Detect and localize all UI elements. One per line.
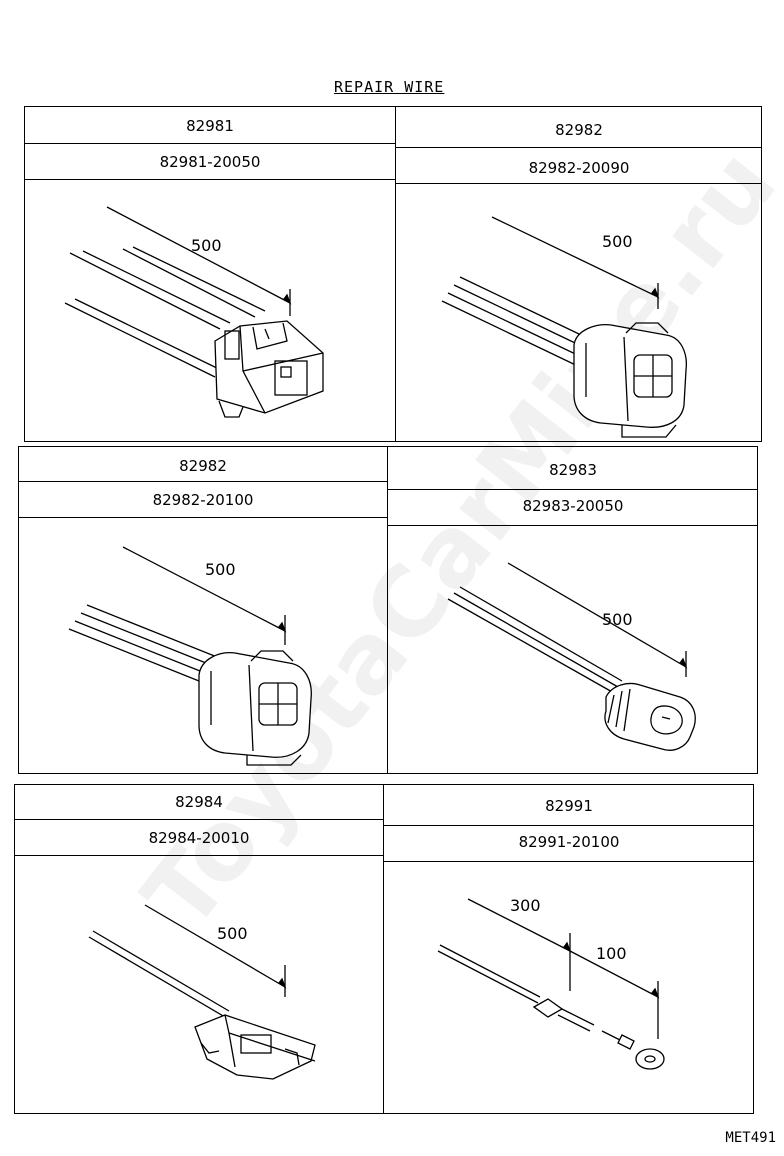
repair-wire-cell-82983-20050: 82983 82983-20050 500 [388, 447, 758, 773]
dimension-label: 500 [217, 924, 248, 943]
dimension-label: 500 [191, 236, 222, 255]
part-code-label: 82984 [175, 793, 223, 811]
repair-wire-cell-82981-20050: 82981 82981-20050 [25, 107, 395, 441]
part-number-label: 82984-20010 [148, 829, 250, 847]
part-number-label: 82982-20100 [152, 491, 254, 509]
page-title: REPAIR WIRE [334, 78, 445, 96]
connector-3pin-icon: 500 [447, 562, 696, 751]
figure-code: MET491 [725, 1130, 776, 1146]
dimension-label: 300 [510, 896, 541, 915]
repair-wire-row-1: 82981 82981-20050 [24, 106, 762, 442]
repair-wire-cell-82982-20090: 82982 82982-20090 500 [396, 107, 762, 441]
part-code-label: 82982 [555, 121, 603, 139]
part-code-label: 82981 [186, 117, 234, 135]
repair-wire-cell-82991-20100: 82991 82991-20100 300 [384, 785, 754, 1113]
connector-4pin-sealed-icon: 500 [68, 546, 312, 766]
ring-terminal-icon: 300 100 [437, 896, 665, 1070]
dimension-label: 500 [602, 232, 633, 251]
repair-wire-cell-82982-20100: 82982 82982-20100 500 [19, 447, 387, 773]
part-code-label: 82982 [179, 457, 227, 475]
repair-wire-row-2: 82982 82982-20100 500 [18, 446, 758, 774]
part-number-label: 82982-20090 [528, 159, 630, 177]
repair-wire-cell-82984-20010: 82984 82984-20010 500 [15, 785, 383, 1113]
connector-1pin-icon: 500 [88, 904, 316, 1080]
part-code-label: 82983 [549, 461, 597, 479]
dimension-label: 500 [602, 610, 633, 629]
part-number-label: 82981-20050 [159, 153, 261, 171]
part-number-label: 82991-20100 [518, 833, 620, 851]
part-number-label: 82983-20050 [522, 497, 624, 515]
connector-4pin-flat-icon: 500 [64, 206, 324, 418]
connector-4pin-sealed-icon: 500 [441, 216, 687, 438]
dimension-label: 100 [596, 944, 627, 963]
part-code-label: 82991 [545, 797, 593, 815]
repair-wire-row-3: 82984 82984-20010 500 82991 82991-2010 [14, 784, 754, 1114]
dimension-label: 500 [205, 560, 236, 579]
